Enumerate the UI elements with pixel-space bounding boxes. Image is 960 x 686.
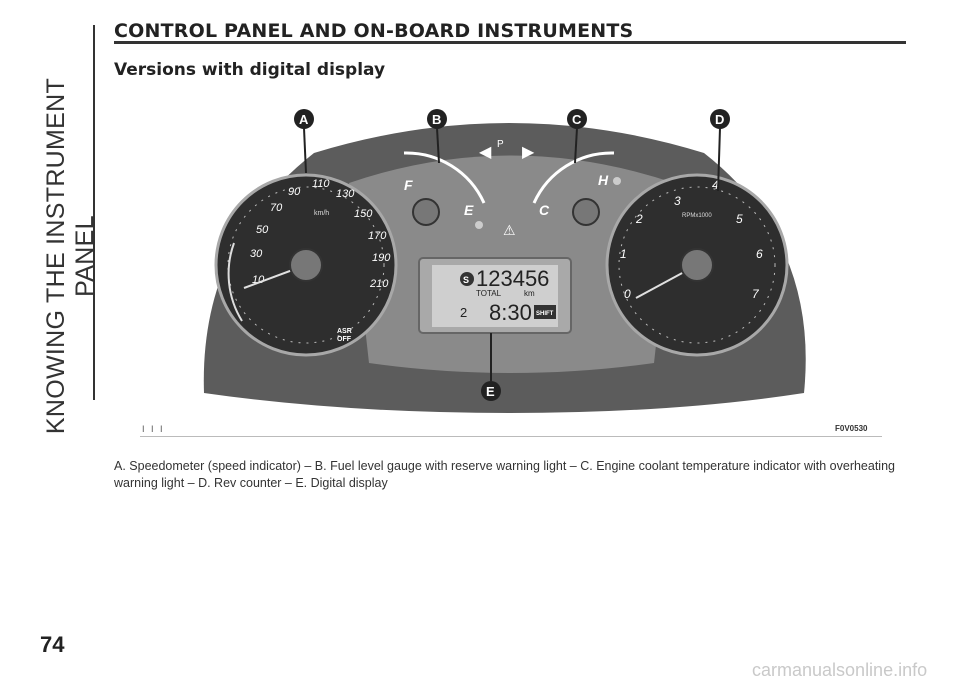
speedo-number: 190: [372, 252, 391, 264]
temperature-gauge: C H: [532, 151, 621, 226]
speedo-number: 30: [250, 248, 263, 260]
overheat-light: [613, 177, 621, 185]
fuel-gauge: F E: [403, 151, 486, 229]
temp-hub: [572, 198, 600, 226]
figure-code: F0V0530: [835, 424, 868, 433]
display-clock: 8:30: [489, 300, 532, 325]
section-side-title: KNOWING THE INSTRUMENT PANEL: [42, 77, 99, 435]
gear-indicator: 2: [460, 305, 467, 320]
callout-markers: A B C D E: [294, 109, 730, 401]
total-label: TOTAL: [476, 289, 502, 298]
center-warning-lights: ◀ ▶ P ⚠: [479, 139, 535, 238]
service-icon: [460, 272, 474, 286]
speedo-number: 150: [354, 208, 373, 220]
rev-hub: [680, 248, 714, 282]
figure-rule: [140, 436, 882, 437]
shift-label: SHIFT: [536, 311, 554, 317]
marker-a: [294, 109, 314, 129]
speedometer: 10 30 50 70 90 110 130 150 170 190 210 k…: [214, 173, 398, 357]
speedo-number: 210: [369, 278, 389, 290]
marker-b: [427, 109, 447, 129]
turn-right-icon: ▶: [522, 144, 535, 161]
rev-number: 3: [674, 194, 681, 208]
fuel-reserve-light: [475, 221, 483, 229]
rev-counter: 0 1 2 3 4 5 6 7 RPMx1000: [605, 173, 789, 357]
speedo-hub: [289, 248, 323, 282]
rev-number: 5: [736, 212, 743, 226]
km-label: km: [524, 289, 535, 298]
parking-icon: P: [497, 139, 504, 150]
temp-hot-label: H: [598, 172, 609, 188]
figure-caption: A. Speedometer (speed indicator) – B. Fu…: [114, 459, 895, 490]
page-heading: CONTROL PANEL AND ON-BOARD INSTRUMENTS: [114, 20, 634, 42]
instrument-panel-figure: 10 30 50 70 90 110 130 150 170 190 210 k…: [114, 93, 906, 438]
instrument-panel-illustration: 10 30 50 70 90 110 130 150 170 190 210 k…: [203, 109, 806, 413]
speedo-number: 90: [288, 186, 301, 198]
rev-number: 7: [752, 287, 760, 301]
speedo-asr-label: ASR OFF: [337, 328, 354, 343]
fuel-empty-label: E: [464, 202, 474, 218]
speedo-unit: km/h: [314, 210, 329, 217]
speedo-number: 130: [336, 188, 355, 200]
side-rule: [93, 25, 95, 400]
heading-rule: [114, 41, 906, 44]
speedo-number: 110: [312, 178, 330, 190]
marker-e: [481, 381, 501, 401]
rev-number: 0: [624, 287, 631, 301]
speedo-number: 170: [368, 230, 387, 242]
turn-left-icon: ◀: [479, 144, 492, 161]
svg-text:E: E: [486, 384, 495, 399]
page-subheading: Versions with digital display: [114, 60, 386, 80]
svg-text:D: D: [715, 112, 724, 127]
marker-c: [567, 109, 587, 129]
fuel-full-label: F: [404, 177, 413, 193]
rev-number: 1: [620, 247, 627, 261]
hazard-triangle-icon: ⚠: [503, 222, 516, 238]
rev-unit: RPMx1000: [682, 213, 712, 219]
marker-d: [710, 109, 730, 129]
page-number: 74: [40, 632, 65, 657]
svg-text:C: C: [572, 112, 582, 127]
rev-number: 2: [635, 212, 643, 226]
fuel-hub: [412, 198, 440, 226]
speedo-number: 70: [270, 202, 283, 214]
svg-text:S: S: [463, 275, 469, 285]
rev-number: 4: [712, 178, 719, 192]
temp-cold-label: C: [539, 202, 550, 218]
rev-number: 6: [756, 247, 763, 261]
shift-indicator: [534, 305, 556, 319]
svg-text:B: B: [432, 112, 441, 127]
speedo-number: 50: [256, 224, 269, 236]
digital-display: S 123456 TOTAL km 2 8:30 SHIFT: [418, 257, 572, 334]
odometer-value: 123456: [476, 266, 549, 291]
figure-marks: I I I: [142, 424, 165, 434]
svg-text:A: A: [299, 112, 309, 127]
watermark: carmanualsonline.info: [752, 660, 928, 680]
